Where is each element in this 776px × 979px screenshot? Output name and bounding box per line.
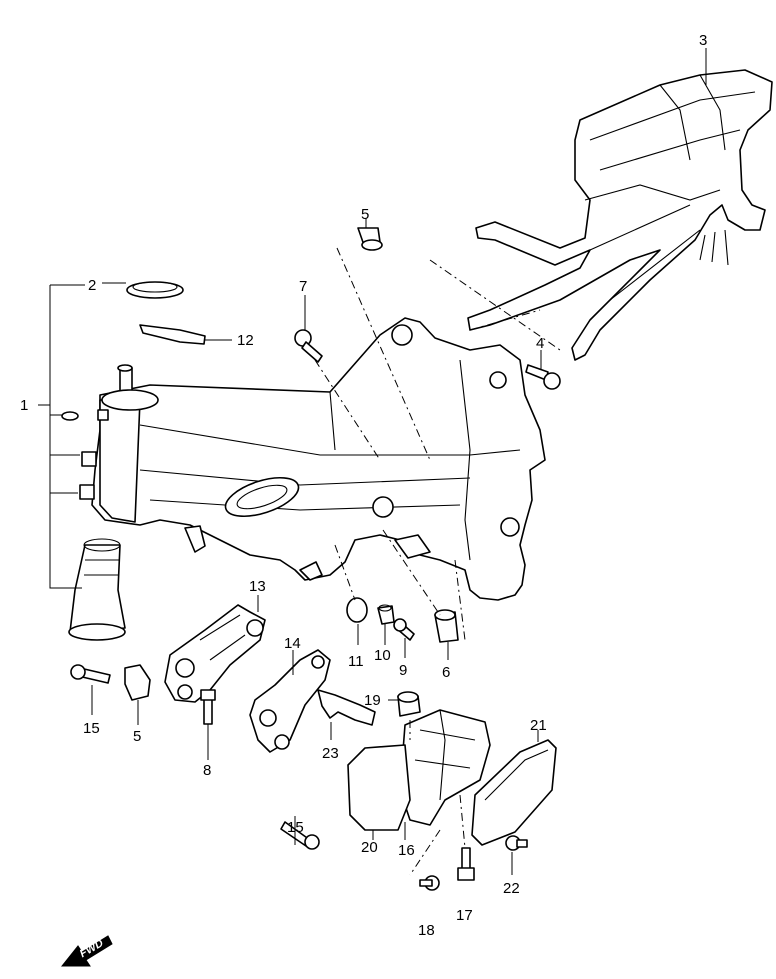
callout-6: 6 (442, 664, 450, 681)
bracket-14 (249, 649, 331, 753)
collar-5-lower (124, 664, 151, 701)
callout-13: 13 (249, 578, 266, 595)
callout-15-lower: 15 (287, 819, 304, 836)
callout-15: 15 (83, 720, 100, 737)
callout-1: 1 (20, 397, 28, 414)
bushing-6 (434, 609, 459, 643)
main-frame (79, 317, 546, 601)
callout-23: 23 (322, 745, 339, 762)
callout-14: 14 (284, 635, 301, 652)
callout-numbers: 1 2 3 4 5 6 7 8 9 10 11 12 13 14 15 16 1… (20, 32, 707, 939)
callout-22: 22 (503, 880, 520, 897)
bolt-4 (525, 364, 561, 390)
callout-9: 9 (399, 662, 407, 679)
bolt-8 (200, 689, 216, 725)
callout-11: 11 (348, 653, 364, 670)
screw-22 (505, 835, 528, 851)
nut-19 (397, 691, 421, 717)
collar-10 (377, 604, 395, 625)
screw-18 (419, 875, 440, 891)
bolt-9 (393, 618, 415, 641)
callout-10: 10 (374, 647, 391, 664)
callout-4: 4 (536, 335, 544, 352)
callout-12: 12 (237, 332, 254, 349)
cover-20 (347, 744, 411, 831)
bolt-7 (294, 329, 323, 363)
box-21 (471, 739, 557, 846)
bolt-15-left (70, 664, 111, 684)
seat-rail-frame (467, 69, 773, 361)
callout-16: 16 (398, 842, 415, 859)
callout-8: 8 (203, 762, 211, 779)
leader-lines (38, 48, 707, 876)
collar-5-upper (357, 227, 383, 251)
callout-18: 18 (418, 922, 435, 939)
callout-21: 21 (530, 717, 547, 734)
stay-23 (317, 689, 376, 726)
frame-plug (61, 411, 79, 421)
head-pipe-cover (68, 538, 126, 641)
callout-5-lower: 5 (133, 728, 141, 745)
forward-arrow-icon: FWD (60, 935, 113, 967)
callout-20: 20 (361, 839, 378, 856)
callout-7: 7 (299, 278, 307, 295)
ring-nut (126, 281, 184, 299)
callout-5: 5 (361, 206, 369, 223)
callout-17: 17 (456, 907, 473, 924)
cap-11 (346, 597, 368, 623)
callout-2: 2 (88, 277, 96, 294)
label-plate (139, 324, 206, 345)
footrest-bracket-13 (164, 604, 266, 703)
callout-3: 3 (699, 32, 707, 49)
bolt-17 (457, 847, 475, 881)
callout-19: 19 (364, 692, 381, 709)
